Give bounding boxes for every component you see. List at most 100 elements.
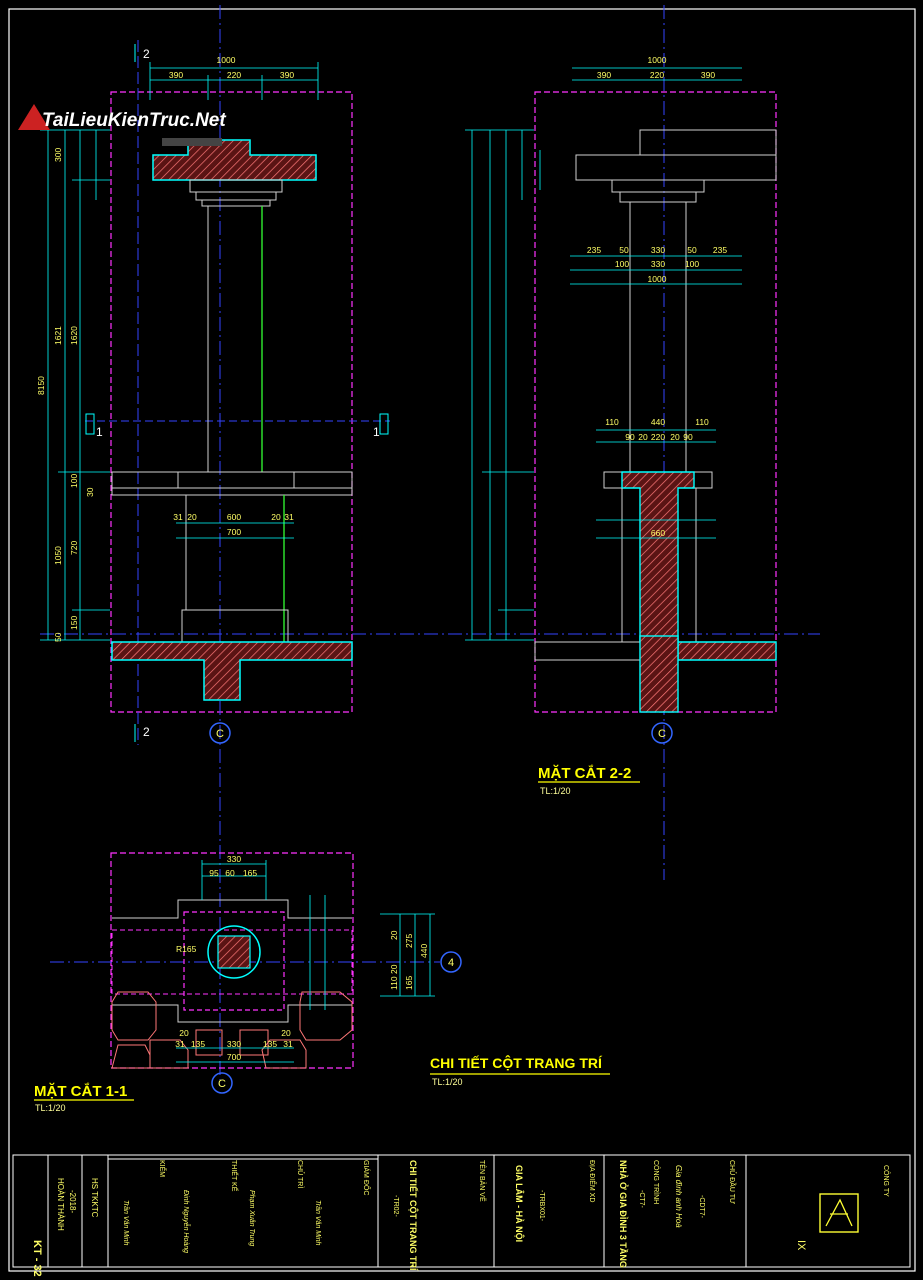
tb-cong-ty-code: IX <box>795 1240 807 1251</box>
elev-dim-30: 30 <box>85 487 95 497</box>
s11-dim-165: 165 <box>243 868 257 878</box>
s22-mid-dim-220: 220 <box>651 432 665 442</box>
s22-mid-dim-660: 660 <box>651 528 665 538</box>
s22-mid-dim-440: 440 <box>651 417 665 427</box>
tb-ban-ve-code: -TR02- <box>392 1195 399 1217</box>
s11-bot-dim-31a: 31 <box>175 1039 185 1049</box>
tb-cong-ty-label: CÔNG TY <box>882 1165 891 1197</box>
elevation-view <box>40 5 820 1080</box>
tb-giam-doc-label: GIÁM ĐỐC <box>362 1160 372 1195</box>
grid-bubble-c-2: C <box>658 728 666 740</box>
s11-dim-275: 275 <box>404 934 414 948</box>
elev-mid-dim-20b: 20 <box>271 512 281 522</box>
grid-bubble-c-3: C <box>218 1078 226 1090</box>
section-2-2-title: MẶT CẮT 2-2 <box>538 764 631 782</box>
section-2-2-view <box>465 5 777 880</box>
elev-dim-300: 300 <box>53 148 63 162</box>
s11-dim-110: 110 <box>389 976 399 990</box>
title-block <box>12 1154 911 1268</box>
section-1-1-scale: TL:1/20 <box>35 1103 66 1113</box>
s11-bot-dim-31b: 31 <box>283 1039 293 1049</box>
elev-dim-1621: 1621 <box>53 326 63 345</box>
s22-mid-dim-90b: 90 <box>683 432 693 442</box>
s22-dim-mid: 220 <box>650 70 664 80</box>
elev-dim-mid: 220 <box>227 70 241 80</box>
tb-chu-dau-tu-label: CHỦ ĐẦU TƯ <box>728 1160 738 1204</box>
s22-cap-dim-50a: 50 <box>619 245 629 255</box>
detail-title: CHI TIẾT CỘT TRANG TRÍ <box>430 1054 603 1071</box>
elev-mid-dim-700: 700 <box>227 527 241 537</box>
s22-cap-dim-235a: 235 <box>587 245 601 255</box>
elev-dim-100: 100 <box>69 474 79 488</box>
tb-dia-diem-label: ĐỊA ĐIỂM XD <box>588 1160 597 1202</box>
elev-dim-right: 390 <box>280 70 294 80</box>
s11-dim-20a: 20 <box>389 930 399 940</box>
s22-cap-dim-100a: 100 <box>615 259 629 269</box>
elev-dim-1620: 1620 <box>69 326 79 345</box>
axis-bubble-4: 4 <box>448 957 454 969</box>
grid-bubble-c-1: C <box>216 728 224 740</box>
s11-bot-dim-20b: 20 <box>281 1028 291 1038</box>
elev-dim-left: 390 <box>169 70 183 80</box>
s22-mid-dim-20b: 20 <box>670 432 680 442</box>
cut-mark-top: 2 <box>143 47 150 61</box>
section-mark-left: 1 <box>96 425 103 439</box>
section-2-2-scale: TL:1/20 <box>540 786 571 796</box>
s22-cap-dim-330a: 330 <box>651 245 665 255</box>
tb-kiem-label: KIỂM <box>158 1160 167 1177</box>
tb-ten-ban-ve-label: TÊN BẢN VẼ <box>478 1160 487 1202</box>
s11-bot-dim-330: 330 <box>227 1039 241 1049</box>
tb-dia-diem-val: GIA LÂM - HÀ NỘI <box>514 1165 525 1242</box>
section-1-1-title: MẶT CẮT 1-1 <box>34 1082 127 1100</box>
s11-bot-dim-135a: 135 <box>191 1039 205 1049</box>
s11-dim-95: 95 <box>209 868 219 878</box>
tb-hs: HS TKKTC <box>90 1178 99 1218</box>
tb-chu-dau-tu-val: Gia đình anh Hoà <box>674 1165 683 1228</box>
elev-mid-dim-20a: 20 <box>187 512 197 522</box>
s22-mid-dim-110a: 110 <box>605 417 619 427</box>
s11-dim-330: 330 <box>227 854 241 864</box>
elev-dim-720: 720 <box>69 541 79 555</box>
s11-bot-dim-700: 700 <box>227 1052 241 1062</box>
elev-dim-8150: 8150 <box>36 376 46 395</box>
s22-dim-left: 390 <box>597 70 611 80</box>
tb-chu-dau-tu-code: -CDT7- <box>698 1195 705 1219</box>
s11-bot-dim-20a: 20 <box>179 1028 189 1038</box>
tb-giam-doc-name: Trần Văn Minh <box>314 1200 323 1245</box>
tb-thiet-ke-name: Đinh Nguyễn Hoàng <box>182 1190 191 1253</box>
s11-dim-165: 165 <box>404 976 414 990</box>
s22-cap-dim-100b: 100 <box>685 259 699 269</box>
s22-cap-dim-1000: 1000 <box>648 274 667 284</box>
watermark-logo <box>18 104 222 146</box>
tb-hoan-thanh: HOÀN THÀNH <box>56 1178 65 1231</box>
s11-dim-60: 60 <box>225 868 235 878</box>
tb-kiem-name: Trần Văn Minh <box>122 1200 131 1245</box>
s11-radius: R165 <box>176 944 197 954</box>
watermark-text: TaiLieuKienTruc.Net <box>42 110 226 131</box>
sheet-frame <box>8 8 916 1272</box>
tb-chu-tri-name: Phạm Xuân Trung <box>248 1190 255 1246</box>
s22-mid-dim-20a: 20 <box>638 432 648 442</box>
tb-ban-ve: CHI TIẾT CỘT TRANG TRÍ <box>408 1160 419 1271</box>
elev-dim-1050: 1050 <box>53 546 63 565</box>
s22-cap-dim-235b: 235 <box>713 245 727 255</box>
tb-thiet-ke-label: THIẾT KẾ <box>230 1160 240 1192</box>
s11-dim-440: 440 <box>419 944 429 958</box>
s11-dim-20b: 20 <box>389 964 399 974</box>
s11-bot-dim-135b: 135 <box>263 1039 277 1049</box>
elev-dim-total: 1000 <box>217 55 236 65</box>
s22-dim-right: 390 <box>701 70 715 80</box>
tb-cong-trinh-code: -CT7- <box>638 1190 645 1209</box>
s22-mid-dim-90a: 90 <box>625 432 635 442</box>
tb-chu-tri-label: CHỦ TRÌ <box>296 1160 305 1188</box>
tb-dia-diem-code: -TRBX01- <box>538 1190 545 1222</box>
elev-mid-dim-31b: 31 <box>284 512 294 522</box>
detail-scale: TL:1/20 <box>432 1077 463 1087</box>
s22-cap-dim-330b: 330 <box>651 259 665 269</box>
elev-dim-50: 50 <box>53 632 63 642</box>
elev-dim-150: 150 <box>69 616 79 630</box>
section-1-1-view <box>50 852 462 1094</box>
tb-year: -2018- <box>68 1190 77 1213</box>
tb-sheet-no: KT - 32 <box>31 1240 43 1277</box>
